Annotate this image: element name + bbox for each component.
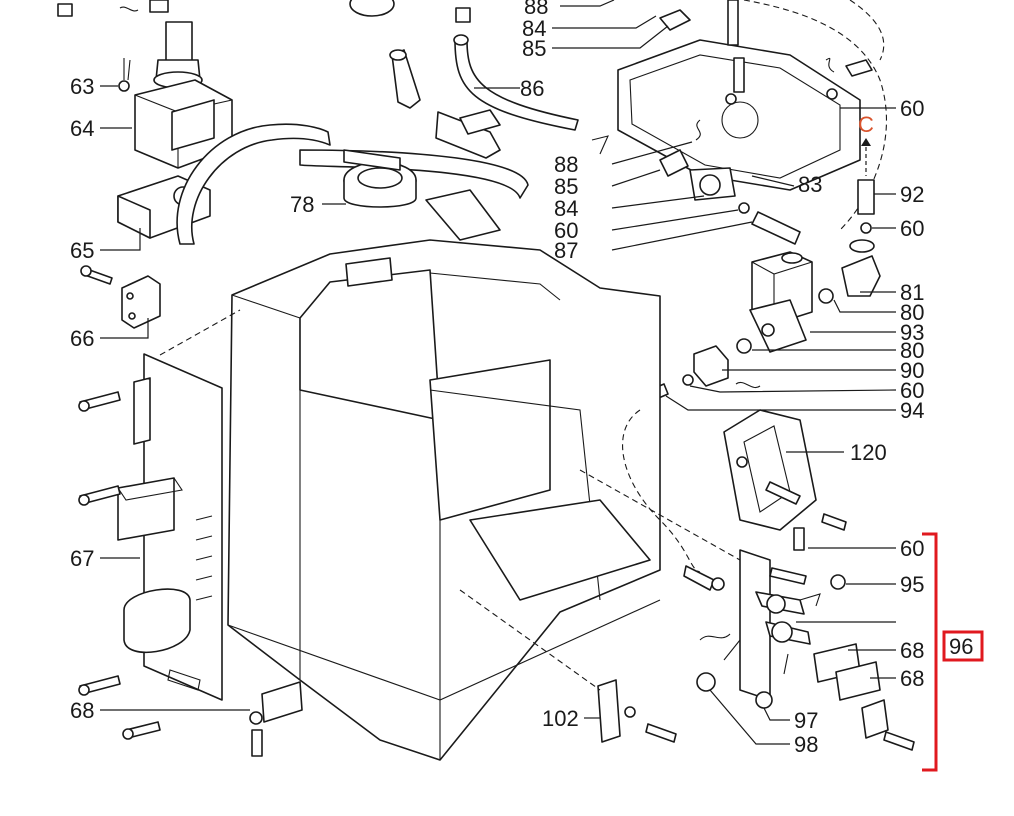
label-68: 68 — [70, 698, 94, 723]
control-board-67 — [78, 353, 223, 740]
fittings-84-85 — [659, 9, 801, 245]
label-84: 84 — [554, 196, 578, 221]
terminal-68 — [249, 681, 303, 757]
pin-92 — [857, 179, 875, 234]
dashed-harness — [159, 309, 741, 691]
elbow-81 — [736, 239, 881, 354]
callout-labels: 88 84 85 63 86 60 C 64 88 83 85 92 78 84… — [70, 0, 973, 757]
flow-meter-78 — [343, 149, 417, 208]
label-c: C — [858, 112, 874, 137]
label-84: 84 — [522, 16, 546, 41]
screw-66 — [80, 265, 161, 329]
label-60: 60 — [900, 378, 924, 403]
pump-top-fitting — [57, 0, 169, 17]
label-78: 78 — [290, 192, 314, 217]
label-88: 88 — [554, 152, 578, 177]
main-housing — [227, 189, 661, 761]
label-64: 64 — [70, 116, 94, 141]
label-102: 102 — [542, 706, 579, 731]
label-66: 66 — [70, 326, 94, 351]
label-120: 120 — [850, 440, 887, 465]
label-88: 88 — [524, 0, 548, 19]
label-60: 60 — [554, 218, 578, 243]
spring-clips — [591, 57, 873, 155]
label-83: 83 — [798, 172, 822, 197]
arrow-c — [861, 138, 871, 176]
label-63: 63 — [70, 74, 94, 99]
label-93: 93 — [900, 320, 924, 345]
label-95: 95 — [900, 572, 924, 597]
label-80: 80 — [900, 338, 924, 363]
label-94: 94 — [900, 398, 924, 423]
label-92: 92 — [900, 182, 924, 207]
leader-lines — [100, 0, 897, 745]
hoses-86 — [349, 0, 579, 159]
pump-64 — [134, 21, 233, 169]
label-60: 60 — [900, 216, 924, 241]
group-96-bracket — [922, 532, 984, 772]
label-65: 65 — [70, 238, 94, 263]
capacitor-63 — [118, 58, 131, 92]
label-80: 80 — [900, 300, 924, 325]
label-98: 98 — [794, 732, 818, 757]
label-97: 97 — [794, 708, 818, 733]
label-81: 81 — [900, 280, 924, 305]
valve-block-83 — [617, 0, 888, 231]
label-68: 68 — [900, 638, 924, 663]
label-68: 68 — [900, 666, 924, 691]
assembly-96 — [683, 549, 915, 751]
label-85: 85 — [522, 36, 546, 61]
label-86: 86 — [520, 76, 544, 101]
label-60: 60 — [900, 96, 924, 121]
label-67: 67 — [70, 546, 94, 571]
label-96: 96 — [949, 634, 973, 659]
label-60: 60 — [900, 536, 924, 561]
bracket-120 — [723, 409, 847, 551]
label-87: 87 — [554, 238, 578, 263]
label-90: 90 — [900, 358, 924, 383]
solenoid-valve-93 — [749, 251, 813, 353]
clip-102 — [597, 679, 677, 743]
label-85: 85 — [554, 174, 578, 199]
